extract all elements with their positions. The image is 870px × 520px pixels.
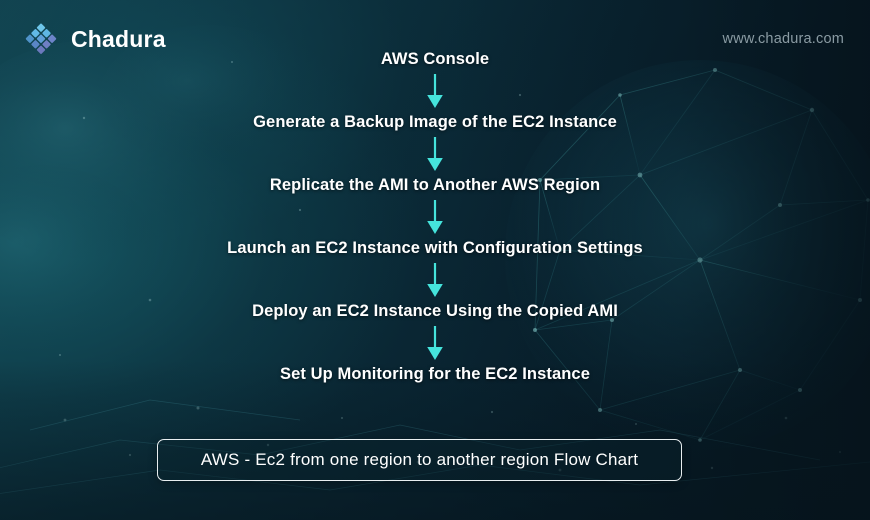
brand-logo[interactable]: Chadura — [24, 22, 166, 56]
diamond-grid-logo-icon — [25, 23, 57, 54]
page-header: Chadura www.chadura.com — [0, 0, 870, 78]
arrow-down-icon — [427, 74, 443, 108]
flow-step-5: Deploy an EC2 Instance Using the Copied … — [252, 301, 618, 320]
caption-text: AWS - Ec2 from one region to another reg… — [200, 450, 639, 469]
flow-step-6: Set Up Monitoring for the EC2 Instance — [280, 364, 590, 383]
arrow-down-icon — [427, 200, 443, 234]
site-url: www.chadura.com — [722, 31, 844, 47]
arrow-down-icon — [427, 263, 443, 297]
flow-step-3: Replicate the AMI to Another AWS Region — [269, 175, 601, 194]
arrow-down-icon — [427, 137, 443, 171]
flow-step-2: Generate a Backup Image of the EC2 Insta… — [253, 112, 617, 131]
arrow-down-icon — [427, 326, 443, 360]
flow-step-4: Launch an EC2 Instance with Configuratio… — [227, 238, 643, 257]
brand-name: Chadura — [71, 25, 166, 52]
flowchart: AWS Console Generate a Backup Image of t… — [0, 46, 870, 387]
caption-box: AWS - Ec2 from one region to another reg… — [157, 439, 682, 481]
